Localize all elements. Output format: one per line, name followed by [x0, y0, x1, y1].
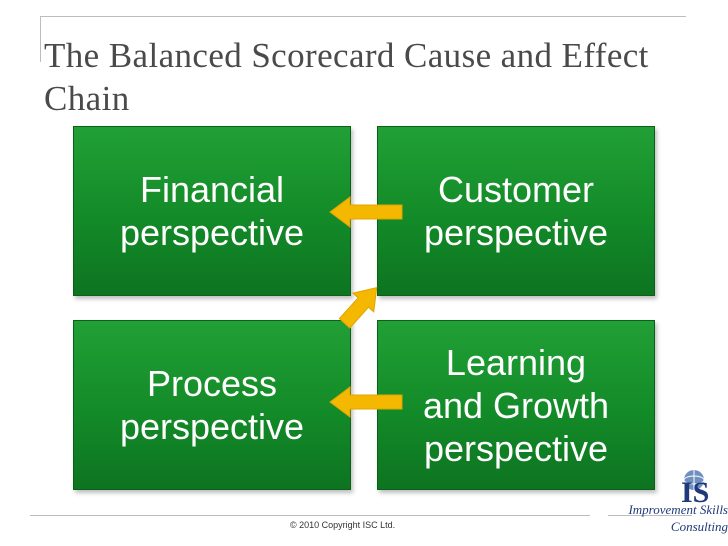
svg-text:IS: IS: [681, 476, 709, 509]
title-left-rule: [40, 16, 41, 62]
customer-perspective-box: Customer perspective: [377, 126, 655, 296]
footer-copyright: © 2010 Copyright ISC Ltd.: [290, 520, 396, 530]
financial-perspective-box: Financial perspective: [73, 126, 351, 296]
arrow-customer-to-financial: [329, 196, 403, 228]
process-perspective-label: Process perspective: [119, 363, 305, 447]
arrow-process-to-customer: [338, 287, 378, 329]
process-perspective-box: Process perspective: [73, 320, 351, 490]
isc-logo: IS: [681, 470, 709, 509]
learning-growth-perspective-label: Learning and Growth perspective: [422, 341, 610, 469]
learning-growth-perspective-box: Learning and Growth perspective: [377, 320, 655, 490]
slide-title: The Balanced Scorecard Cause and Effect …: [44, 36, 649, 118]
customer-perspective-label: Customer perspective: [423, 169, 609, 253]
logo-line1: Improvement Skills: [628, 502, 728, 517]
footer-rule-left: [30, 515, 590, 516]
logo-line2: Consulting: [670, 519, 728, 534]
isc-logo-globe-icon: [683, 470, 705, 490]
title-top-rule: [40, 16, 686, 17]
footer-rule-right: [608, 515, 692, 516]
financial-perspective-label: Financial perspective: [119, 169, 305, 253]
arrow-learning-to-process: [329, 386, 403, 418]
